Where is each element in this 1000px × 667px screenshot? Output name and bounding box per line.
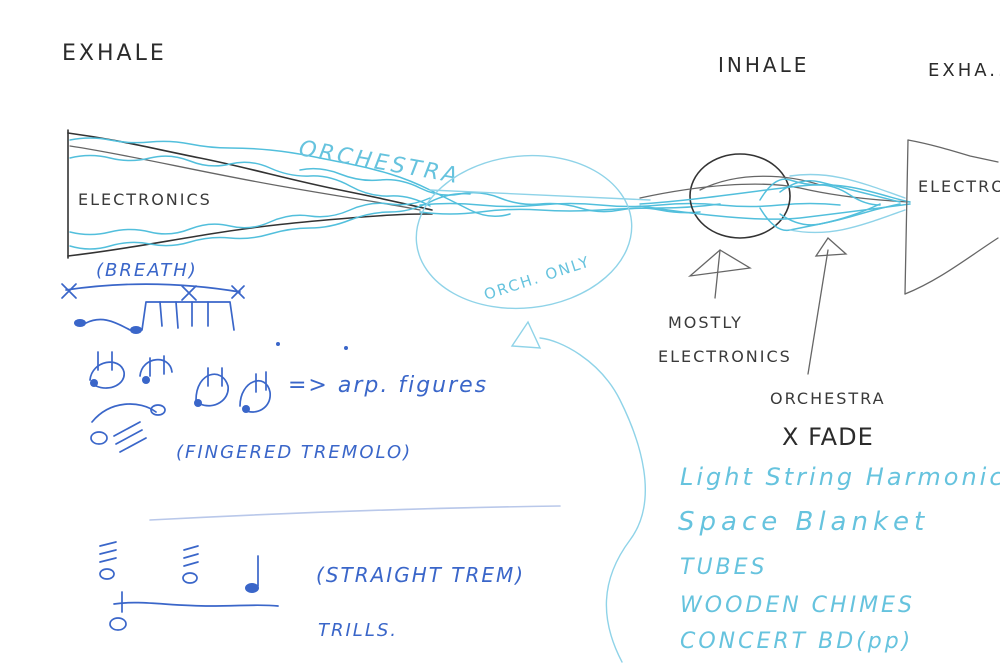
orch-only-ellipse: [415, 154, 633, 310]
straight-tremolo-notation: [99, 541, 259, 593]
instrument-item: TUBES: [680, 555, 768, 580]
mostly-electronics-arrow: [687, 249, 752, 299]
electronics-label: ELECTRONICS: [78, 190, 212, 209]
inhale-cluster: [639, 153, 911, 239]
electro-wedge-right: [904, 139, 999, 295]
instrument-item: CONCERT BD(pp): [680, 629, 913, 654]
straight-trem-label: (STRAIGHT TREM): [316, 563, 525, 587]
orchestra-label: ORCHESTRA: [297, 136, 462, 189]
instrument-item: Space Blanket: [678, 507, 929, 537]
trill-notation: [109, 591, 279, 631]
instrument-item: Light String Harmonics: [680, 463, 1000, 491]
tremolo-figure: [90, 403, 166, 453]
note-group-1: [74, 301, 235, 334]
instrument-item: WOODEN CHIMES: [680, 593, 915, 618]
section-title-exhale: EXHALE: [62, 41, 167, 66]
instrument-list: Light String Harmonics Space Blanket TUB…: [678, 463, 1000, 654]
breath-notation: [61, 283, 245, 301]
xfade-label: X FADE: [782, 423, 874, 451]
section-title-inhale: INHALE: [718, 53, 809, 77]
electro-label: ELECTRO: [918, 177, 1000, 196]
mostly-electronics-label: ELECTRONICS: [658, 347, 792, 366]
fingered-tremolo-label: (FINGERED TREMOLO): [176, 442, 412, 463]
arp-figures-label: => arp. figures: [288, 373, 488, 398]
breath-label: (BREATH): [96, 260, 198, 281]
section-title-exhale-right: EXHA..: [928, 60, 1000, 81]
orchestra-xfade-arrow: [807, 237, 848, 375]
arp-figures: [89, 342, 348, 413]
orchestra-waves: [69, 137, 841, 250]
mostly-label: MOSTLY: [668, 313, 743, 332]
trills-label: TRILLS.: [318, 620, 398, 641]
orchestra-xfade-label: ORCHESTRA: [770, 389, 886, 408]
divider-line: [149, 505, 561, 521]
orch-only-arrow: [539, 337, 646, 663]
